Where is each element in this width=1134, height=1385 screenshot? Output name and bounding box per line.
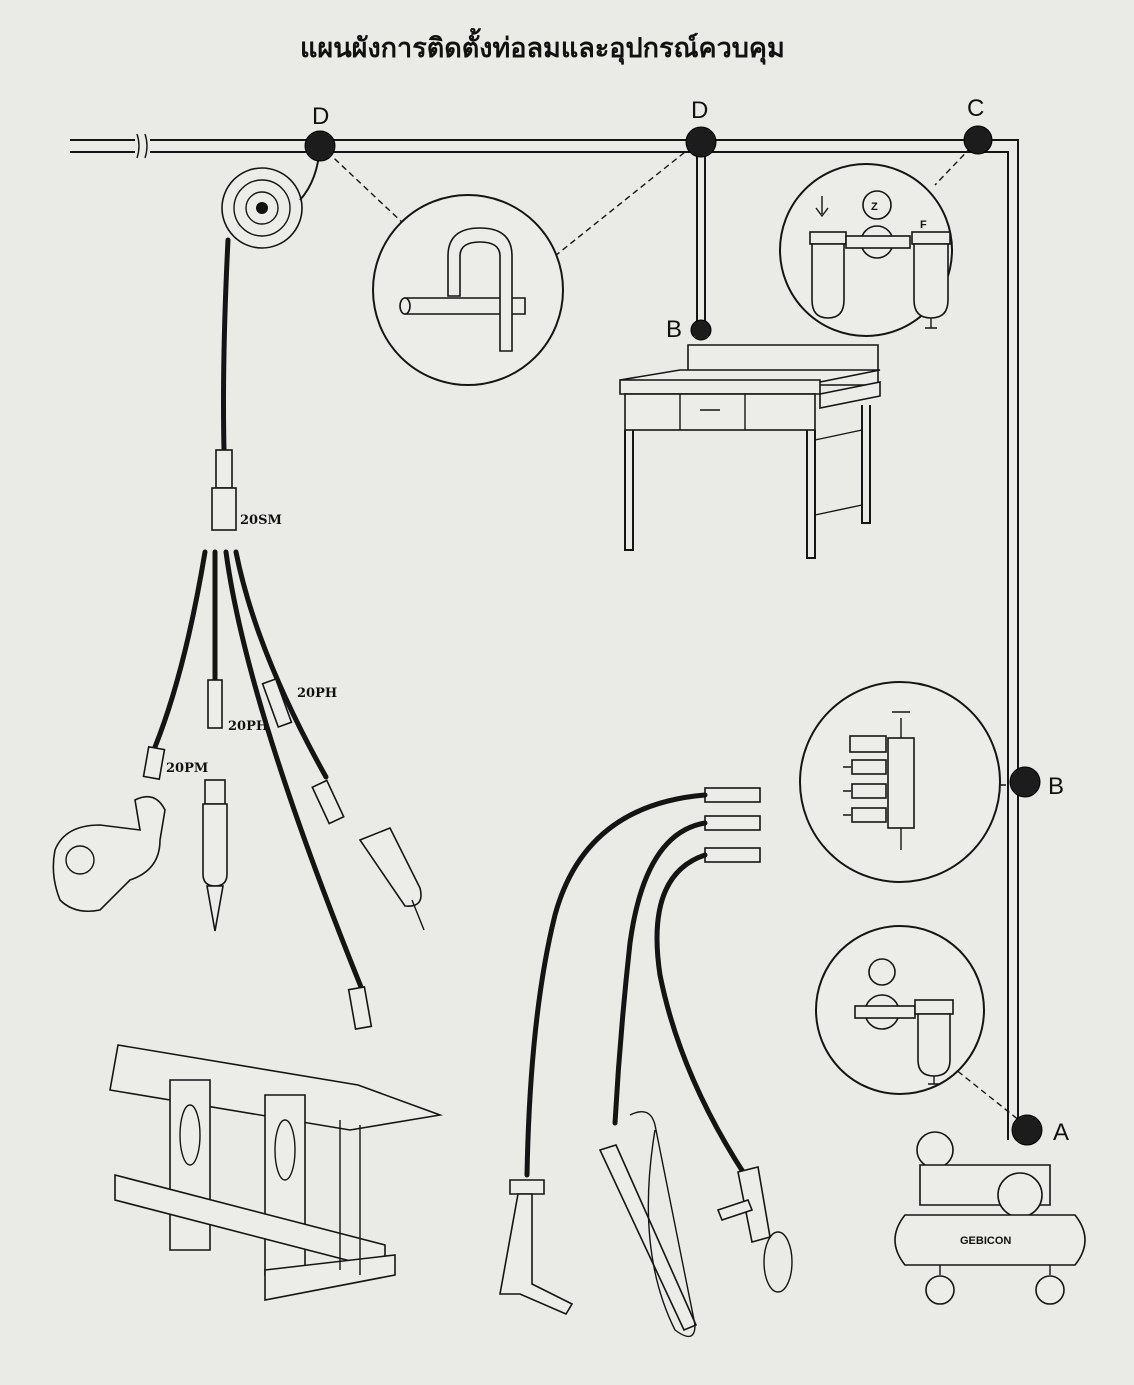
bench-drop-pipe bbox=[696, 142, 706, 325]
node-b-bench-junction bbox=[690, 319, 712, 341]
node-a-junction bbox=[1011, 1114, 1043, 1146]
engine-stand bbox=[109, 1044, 444, 1301]
blow-gun-tool bbox=[716, 1166, 793, 1293]
plug-20ph-right-label: 20PH bbox=[297, 686, 337, 701]
spare-hose-coupler bbox=[347, 985, 373, 1031]
compressor-brand-logo: GEBICON bbox=[960, 1235, 1011, 1247]
detail-circle-quick-coupler-manifold bbox=[799, 681, 1001, 883]
diagram-title: แผนผังการติดตั้งท่อลมและอุปกรณ์ควบคุม bbox=[300, 27, 785, 65]
tool-hoses-left bbox=[152, 549, 364, 990]
main-air-pipe bbox=[70, 133, 1019, 1140]
node-d1-junction bbox=[304, 130, 336, 162]
plug-20pm-label: 20PM bbox=[166, 761, 208, 776]
detail-circle-regulator-filter bbox=[815, 925, 985, 1095]
die-grinder-tool bbox=[202, 779, 228, 932]
node-b-main-label: B bbox=[1048, 773, 1064, 800]
hose-reel bbox=[221, 144, 321, 249]
node-b-bench-label: B bbox=[666, 316, 682, 343]
spray-wand-tool bbox=[598, 1111, 698, 1338]
coupler-20sm-label: 20SM bbox=[240, 513, 282, 528]
node-c-junction bbox=[963, 125, 993, 155]
coupler-20sm bbox=[211, 449, 237, 531]
detail-circle-gooseneck-tee bbox=[372, 194, 564, 386]
tool-hoses-right bbox=[524, 792, 748, 1178]
manifold-plugs bbox=[704, 787, 761, 863]
node-c-label: C bbox=[967, 95, 984, 122]
work-bench bbox=[619, 344, 881, 559]
reel-hose bbox=[221, 237, 231, 453]
svg-text:Z: Z bbox=[871, 201, 878, 213]
filter-label: F bbox=[920, 219, 927, 231]
sandblast-gun-tool bbox=[499, 1179, 574, 1316]
node-d2-label: D bbox=[691, 97, 708, 124]
detail-circle-filter-regulator-lubricator: Z F bbox=[779, 163, 953, 337]
node-b-main-junction bbox=[1009, 766, 1041, 798]
plug-20ph-mid-label: 20PH bbox=[228, 719, 268, 734]
node-a-label: A bbox=[1053, 1119, 1069, 1146]
plug-20ph-right bbox=[261, 677, 293, 729]
air-compressor: GEBICON bbox=[894, 1131, 1086, 1305]
impact-wrench-tool bbox=[52, 795, 166, 913]
node-d1-label: D bbox=[312, 103, 329, 130]
node-d2-junction bbox=[685, 126, 717, 158]
plug-20pm bbox=[142, 745, 166, 781]
screwdriver-tool bbox=[311, 779, 425, 931]
plug-20ph-mid bbox=[207, 679, 223, 729]
